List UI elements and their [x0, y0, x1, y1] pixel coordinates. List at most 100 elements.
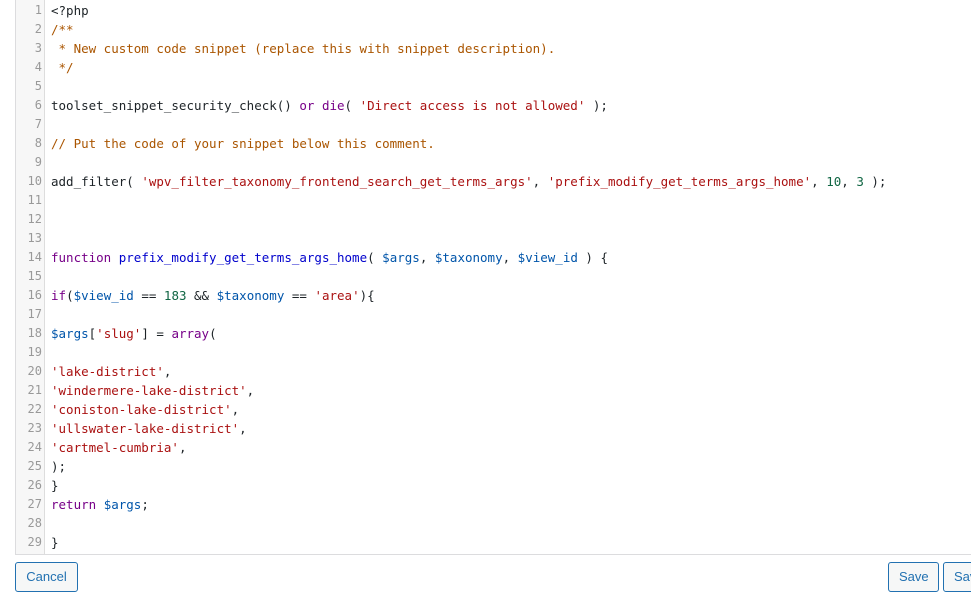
code-text: return $args; — [51, 495, 149, 514]
code-token: , — [246, 383, 255, 398]
code-line[interactable]: 5 — [16, 77, 971, 96]
code-token: ; — [141, 497, 149, 512]
code-token — [314, 98, 322, 113]
code-token: 'coniston-lake-district' — [51, 402, 232, 417]
code-token: 'area' — [314, 288, 360, 303]
line-number: 24 — [27, 440, 42, 454]
code-text: 'ullswater-lake-district', — [51, 419, 247, 438]
code-line[interactable]: 19 — [16, 343, 971, 362]
code-text: <?php — [51, 1, 89, 20]
code-line[interactable]: 21'windermere-lake-district', — [16, 381, 971, 400]
line-number: 4 — [34, 60, 42, 74]
save-button[interactable]: Save — [888, 562, 939, 592]
code-line[interactable]: 22 'coniston-lake-district', — [16, 400, 971, 419]
code-line[interactable]: 27 return $args; — [16, 495, 971, 514]
line-number: 25 — [27, 459, 42, 473]
code-token: */ — [51, 60, 74, 75]
code-token: 'lake-district' — [51, 364, 164, 379]
code-token: return — [51, 497, 97, 512]
code-line[interactable]: 15 — [16, 267, 971, 286]
code-line[interactable]: 8// Put the code of your snippet below t… — [16, 134, 971, 153]
line-number: 29 — [27, 535, 42, 549]
cancel-button[interactable]: Cancel — [15, 562, 78, 592]
code-token: == — [133, 288, 164, 303]
line-number: 9 — [34, 155, 42, 169]
code-line[interactable]: 23 'ullswater-lake-district', — [16, 419, 971, 438]
code-token — [96, 497, 104, 512]
code-token: 'cartmel-cumbria' — [51, 440, 179, 455]
line-number: 13 — [27, 231, 42, 245]
line-number: 18 — [27, 326, 42, 340]
code-token: ] = — [141, 326, 172, 341]
code-line[interactable]: 11 — [16, 191, 971, 210]
code-text: // Put the code of your snippet below th… — [51, 134, 435, 153]
code-text: /** — [51, 20, 74, 39]
code-token: ( — [209, 326, 217, 341]
code-token: () — [276, 98, 300, 113]
code-token: $taxonomy — [216, 288, 285, 303]
code-line[interactable]: 26} — [16, 476, 971, 495]
line-number: 26 — [27, 478, 42, 492]
code-line[interactable]: 2/** — [16, 20, 971, 39]
code-token: $view_id — [73, 288, 134, 303]
code-line[interactable]: 4 */ — [16, 58, 971, 77]
save-and-close-button[interactable]: Sav — [943, 562, 971, 592]
code-text: function prefix_modify_get_terms_args_ho… — [51, 248, 608, 267]
code-text: ); — [51, 457, 66, 476]
code-token: 'ullswater-lake-district' — [51, 421, 240, 436]
code-line[interactable]: 25); — [16, 457, 971, 476]
line-number: 20 — [27, 364, 42, 378]
code-token: function — [51, 250, 112, 265]
code-line[interactable]: 18 $args['slug'] = array( — [16, 324, 971, 343]
code-token: } — [51, 478, 59, 493]
line-number: 21 — [27, 383, 42, 397]
code-token: 10 — [826, 174, 842, 189]
code-token: && — [186, 288, 217, 303]
code-token: ( — [66, 288, 74, 303]
code-text: } — [51, 476, 59, 495]
code-token: 3 — [856, 174, 864, 189]
code-line[interactable]: 28 — [16, 514, 971, 533]
code-token: , — [231, 402, 240, 417]
line-number: 1 — [34, 3, 42, 17]
code-line[interactable]: 7 — [16, 115, 971, 134]
line-number: 28 — [27, 516, 42, 530]
line-number: 22 — [27, 402, 42, 416]
code-line[interactable]: 20 'lake-district', — [16, 362, 971, 381]
code-line[interactable]: 1 <?php — [16, 1, 971, 20]
line-number: 19 — [27, 345, 42, 359]
code-token: , — [841, 174, 857, 189]
line-number: 23 — [27, 421, 42, 435]
code-line[interactable]: 13 — [16, 229, 971, 248]
line-number: 7 — [34, 117, 42, 131]
code-line[interactable]: 12 — [16, 210, 971, 229]
code-line[interactable]: 24'cartmel-cumbria', — [16, 438, 971, 457]
code-token: 'wpv_filter_taxonomy_frontend_search_get… — [141, 174, 533, 189]
code-token: or — [299, 98, 315, 113]
line-number: 6 — [34, 98, 42, 112]
code-line[interactable]: 9 — [16, 153, 971, 172]
code-text: $args['slug'] = array( — [51, 324, 217, 343]
code-token — [111, 250, 119, 265]
code-token: 'prefix_modify_get_terms_args_home' — [547, 174, 812, 189]
code-line[interactable]: 17 — [16, 305, 971, 324]
line-number: 17 — [27, 307, 42, 321]
code-token: * New custom code snippet (replace this … — [51, 41, 556, 56]
code-token: , — [532, 174, 548, 189]
code-token: ( — [126, 174, 142, 189]
code-token: ( — [344, 98, 360, 113]
code-line[interactable]: 29} — [16, 533, 971, 552]
line-number-gutter — [16, 0, 45, 554]
code-text: } — [51, 533, 59, 552]
code-text: */ — [51, 58, 74, 77]
code-token: 'slug' — [96, 326, 142, 341]
code-line[interactable]: 3 * New custom code snippet (replace thi… — [16, 39, 971, 58]
line-number: 27 — [27, 497, 42, 511]
code-token: , — [163, 364, 172, 379]
